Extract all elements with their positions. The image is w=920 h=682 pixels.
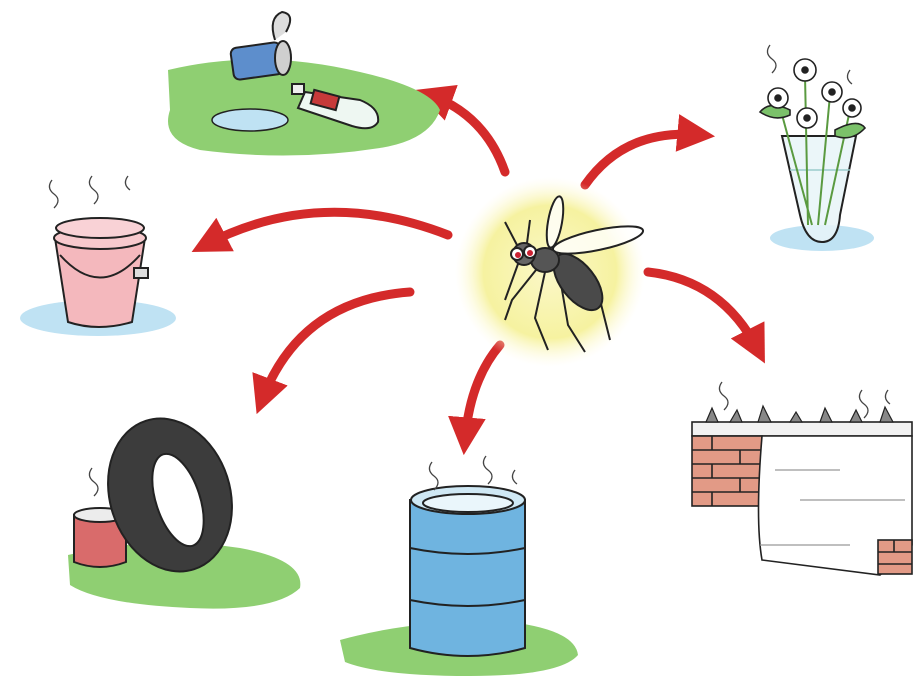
odor-lines	[718, 381, 891, 419]
broken-glass-icon	[705, 404, 894, 423]
can-icon	[73, 507, 127, 568]
vase-icon	[780, 135, 858, 244]
arrow-to-vase	[580, 114, 716, 190]
site-bucket	[20, 175, 176, 336]
mosquito-icon	[504, 195, 645, 353]
arrows	[191, 84, 765, 456]
site-water-barrel	[340, 455, 578, 676]
plastic-bottle-icon	[291, 83, 380, 130]
puddle-icon	[211, 108, 289, 132]
arrow-to-tire	[252, 287, 415, 415]
odor-lines	[88, 467, 99, 497]
site-tire-and-can	[68, 417, 301, 609]
site-litter	[168, 10, 440, 156]
odor-lines	[48, 175, 131, 209]
flowers-icon	[758, 58, 867, 226]
site-flower-vase	[758, 44, 874, 251]
tin-can-icon	[229, 10, 292, 81]
odor-lines	[766, 44, 853, 85]
tire-icon	[107, 417, 233, 573]
mosquito-center	[455, 177, 645, 367]
arrow-to-litter	[415, 84, 510, 177]
barrel-icon	[409, 485, 526, 657]
bucket-icon	[53, 217, 149, 328]
odor-lines	[428, 455, 518, 491]
arrow-to-wall	[643, 267, 765, 364]
arrow-to-barrel	[448, 340, 505, 456]
arrow-to-bucket	[191, 207, 453, 252]
brick-wall-icon	[691, 421, 913, 576]
site-wall-top	[691, 381, 913, 576]
